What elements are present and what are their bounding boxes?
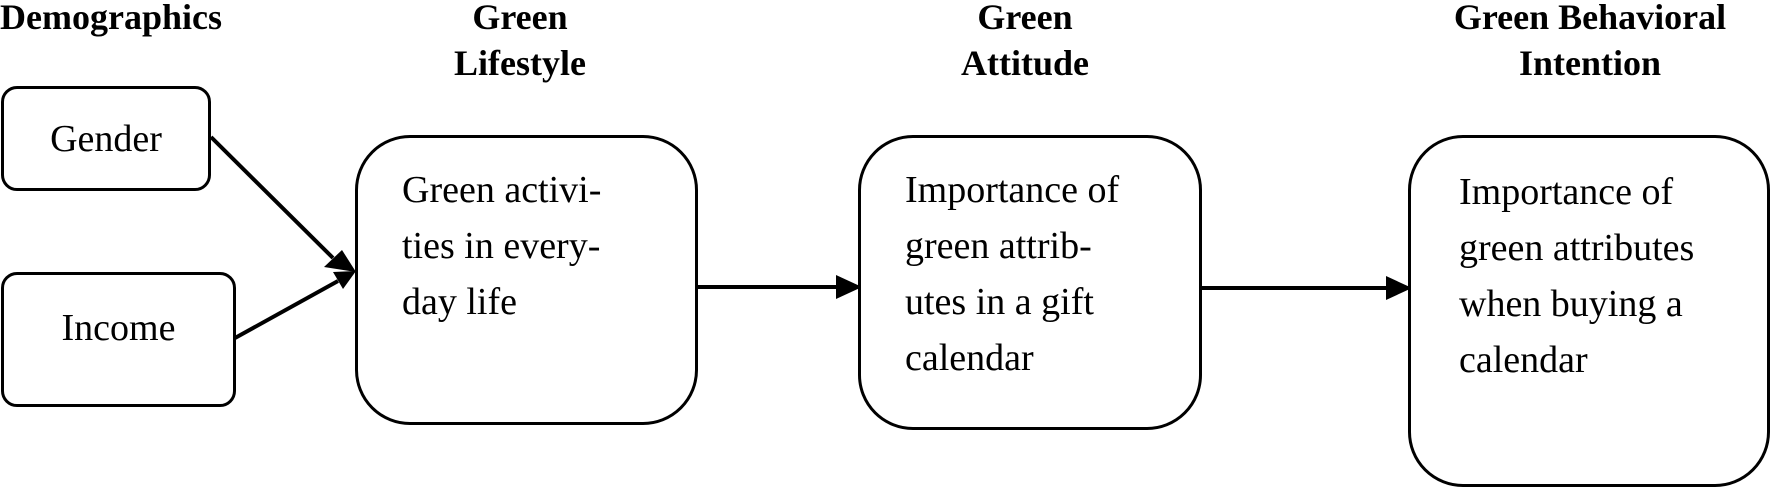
arrow-income-to-lifestyle xyxy=(234,279,339,340)
arrowhead-gender xyxy=(324,250,356,272)
heading-demographics: Demographics xyxy=(0,0,268,40)
box-text-line: green attrib- xyxy=(905,225,1092,267)
arrowhead-income xyxy=(333,271,356,289)
box-income-label: Income xyxy=(61,306,176,349)
box-gender-label: Gender xyxy=(50,117,162,160)
arrowhead-attitude xyxy=(836,275,862,299)
box-gender: Gender xyxy=(1,86,211,191)
heading-line: Green xyxy=(472,0,568,37)
box-text-line: calendar xyxy=(1459,339,1588,381)
box-text-line: utes in a gift xyxy=(905,281,1094,323)
heading-green-behavioral-intention: Green Behavioral Intention xyxy=(1420,0,1760,86)
box-text-line: when buying a xyxy=(1459,283,1683,325)
arrow-gender-to-lifestyle xyxy=(209,135,335,260)
heading-line: Attitude xyxy=(961,43,1089,83)
heading-line: Green Behavioral xyxy=(1453,0,1727,37)
box-text-line: green attributes xyxy=(1459,227,1695,269)
heading-line: Intention xyxy=(1518,43,1662,83)
box-income: Income xyxy=(1,272,236,407)
box-text-line: ties in every- xyxy=(402,225,601,267)
box-green-attitude: Importance of green attrib- utes in a gi… xyxy=(858,135,1202,430)
box-text-line: day life xyxy=(402,281,518,323)
box-text-line: Green activi- xyxy=(402,169,602,211)
heading-green-lifestyle: Green Lifestyle xyxy=(380,0,660,86)
heading-line: Green xyxy=(977,0,1073,37)
box-text-line: Importance of xyxy=(1459,171,1674,213)
heading-green-attitude: Green Attitude xyxy=(880,0,1170,86)
box-green-behavioral-intention: Importance of green attributes when buyi… xyxy=(1408,135,1770,487)
box-green-lifestyle: Green activi- ties in every- day life xyxy=(355,135,698,425)
arrowhead-intention xyxy=(1386,276,1412,300)
heading-demographics-text: Demographics xyxy=(0,0,222,37)
heading-line: Lifestyle xyxy=(454,43,586,83)
box-text-line: Importance of xyxy=(905,169,1120,211)
box-text-line: calendar xyxy=(905,337,1034,379)
